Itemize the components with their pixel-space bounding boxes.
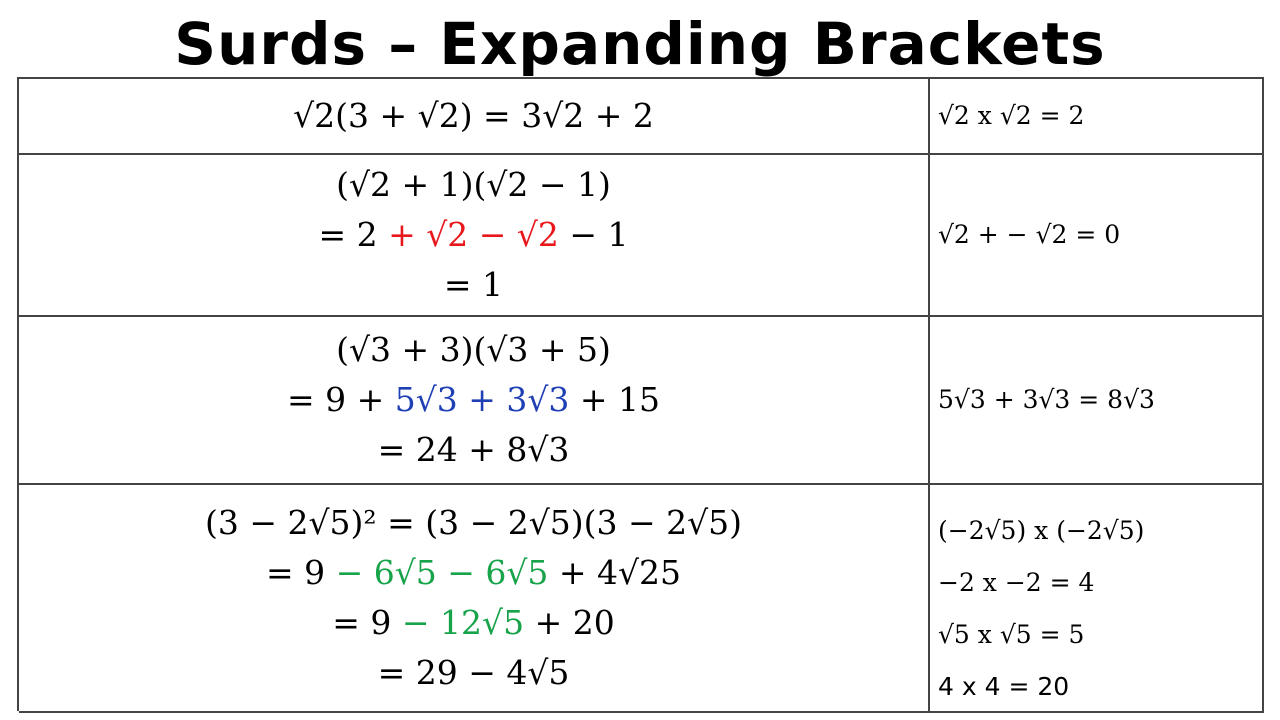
working-line: (√3 + 3)(√3 + 5) — [336, 330, 611, 369]
table-row: (√3 + 3)(√3 + 5) = 9 + 5√3 + 3√3 + 15 = … — [19, 317, 1264, 485]
highlighted-terms: 5√3 + 3√3 — [394, 380, 570, 419]
note-cell: √2 x √2 = 2 — [930, 79, 1264, 155]
table-row: (√2 + 1)(√2 − 1) = 2 + √2 − √2 − 1 = 1 √… — [19, 155, 1264, 317]
working-cell: √2(3 + √2) = 3√2 + 2 — [19, 79, 930, 155]
working-line: = 24 + 8√3 — [377, 430, 570, 469]
working-line: = 9 − 6√5 − 6√5 + 4√25 — [265, 553, 682, 592]
note-line: √5 x √5 = 5 — [938, 620, 1085, 649]
working-line: = 2 + √2 − √2 − 1 — [318, 215, 629, 254]
highlighted-terms: − 12√5 — [401, 603, 525, 642]
note-cell: (−2√5) x (−2√5) −2 x −2 = 4 √5 x √5 = 5 … — [930, 485, 1264, 713]
note-line: (−2√5) x (−2√5) — [938, 516, 1145, 545]
working-cell: (3 − 2√5)² = (3 − 2√5)(3 − 2√5) = 9 − 6√… — [19, 485, 930, 713]
working-line: (3 − 2√5)² = (3 − 2√5)(3 − 2√5) — [204, 503, 743, 542]
working-cell: (√3 + 3)(√3 + 5) = 9 + 5√3 + 3√3 + 15 = … — [19, 317, 930, 485]
note-line: −2 x −2 = 4 — [938, 568, 1095, 597]
note-line: √2 x √2 = 2 — [938, 101, 1085, 130]
working-cell: (√2 + 1)(√2 − 1) = 2 + √2 − √2 − 1 = 1 — [19, 155, 930, 317]
table-row: √2(3 + √2) = 3√2 + 2 √2 x √2 = 2 — [19, 79, 1264, 155]
note-cell: √2 + − √2 = 0 — [930, 155, 1264, 317]
note-line: 5√3 + 3√3 = 8√3 — [938, 385, 1155, 414]
highlighted-terms: + √2 − √2 — [388, 215, 559, 254]
highlighted-terms: − 6√5 − 6√5 — [335, 553, 549, 592]
page-title: Surds – Expanding Brackets — [174, 10, 1106, 78]
working-line: (√2 + 1)(√2 − 1) — [336, 165, 611, 204]
working-line: = 9 + 5√3 + 3√3 + 15 — [286, 380, 661, 419]
note-line: √2 + − √2 = 0 — [938, 220, 1121, 249]
table-row: (3 − 2√5)² = (3 − 2√5)(3 − 2√5) = 9 − 6√… — [19, 485, 1264, 713]
working-line: = 1 — [443, 265, 504, 304]
surds-table: √2(3 + √2) = 3√2 + 2 √2 x √2 = 2 (√2 + 1… — [17, 77, 1264, 713]
note-cell: 5√3 + 3√3 = 8√3 — [930, 317, 1264, 485]
working-line: √2(3 + √2) = 3√2 + 2 — [293, 96, 654, 135]
working-line: = 9 − 12√5 + 20 — [332, 603, 615, 642]
note-line: 4 x 4 = 20 — [938, 672, 1070, 701]
working-line: = 29 − 4√5 — [377, 653, 570, 692]
